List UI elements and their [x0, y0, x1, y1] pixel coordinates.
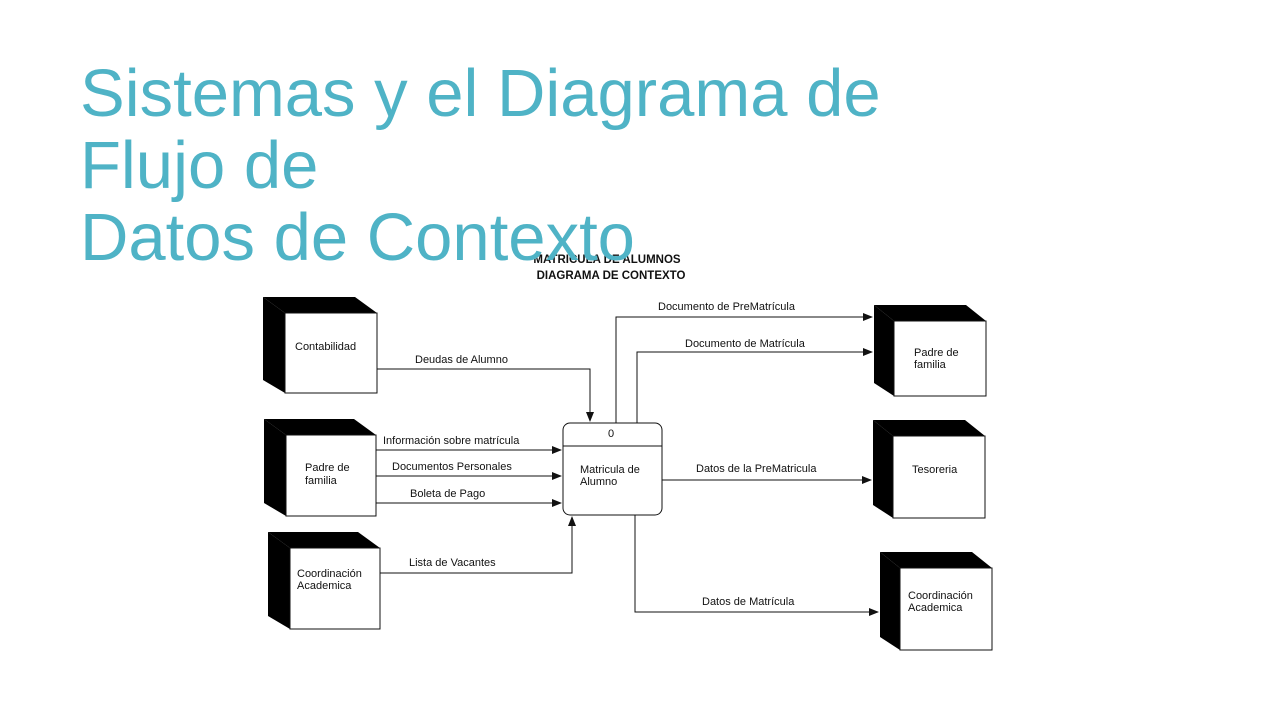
flow-label-vacantes: Lista de Vacantes	[409, 557, 496, 569]
flow-label-boleta: Boleta de Pago	[410, 488, 485, 500]
diagram-heading-1: MATRICULA DE ALUMNOS	[533, 254, 680, 266]
slide-title-line-3: Datos de Contexto	[80, 200, 635, 275]
process-label: Alumno	[580, 476, 617, 488]
entity-padre-familia-left: Padre de familia	[264, 419, 377, 517]
flow-label-doc-prematricula: Documento de PreMatrícula	[658, 301, 796, 313]
entity-label: Padre de	[305, 462, 350, 474]
flow-label-datos-matricula: Datos de Matrícula	[702, 596, 795, 608]
flow-line-deudas	[377, 368, 594, 422]
entity-padre-familia-right: Padre de familia	[874, 305, 987, 397]
entity-contabilidad: Contabilidad	[263, 297, 378, 394]
entity-label: Contabilidad	[295, 341, 356, 353]
diagram-heading-2: DIAGRAMA DE CONTEXTO	[537, 270, 686, 282]
entity-label: Academica	[297, 580, 352, 592]
entity-label: familia	[914, 359, 947, 371]
entity-label: Coordinación	[908, 590, 973, 602]
process-number: 0	[608, 428, 614, 440]
entity-coordinacion-right: Coordinación Academica	[880, 552, 993, 651]
slide-title: Sistemas y el Diagrama de Flujo de Datos…	[80, 58, 1180, 274]
flow-line-doc-prematricula	[615, 313, 873, 423]
entity-label: Coordinación	[297, 568, 362, 580]
slide-title-line-2: Flujo de	[80, 128, 319, 203]
entity-label: Academica	[908, 602, 963, 614]
process-matricula: 0 Matricula de Alumno	[562, 422, 663, 516]
flow-label-documentos: Documentos Personales	[392, 461, 512, 473]
flow-line-doc-matricula	[636, 348, 873, 423]
entity-label: Padre de	[914, 347, 959, 359]
flow-line-vacantes	[380, 516, 576, 574]
entity-tesoreria: Tesoreria	[873, 420, 986, 519]
slide-title-line-1: Sistemas y el Diagrama de	[80, 56, 881, 131]
entity-label: familia	[305, 475, 338, 487]
flow-label-doc-matricula: Documento de Matrícula	[685, 338, 806, 350]
process-label: Matricula de	[580, 464, 640, 476]
entity-coordinacion-left: Coordinación Academica	[268, 532, 381, 630]
entity-label: Tesoreria	[912, 464, 958, 476]
flow-label-informacion: Información sobre matrícula	[383, 435, 520, 447]
flow-label-datos-prematricula: Datos de la PreMatricula	[696, 463, 817, 475]
flow-label-deudas: Deudas de Alumno	[415, 354, 508, 366]
flow-line-datos-matricula	[634, 515, 879, 616]
